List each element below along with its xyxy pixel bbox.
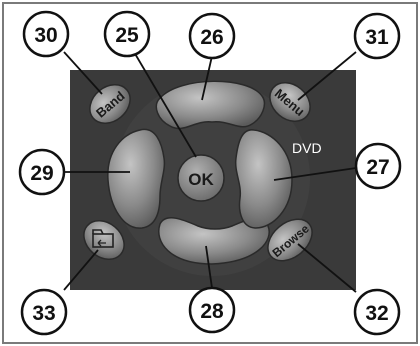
left-arrow-button[interactable] — [107, 128, 166, 229]
right-arrow-button[interactable] — [234, 129, 293, 229]
folder-back-icon — [92, 229, 114, 248]
leader-lines — [63, 51, 357, 293]
callout-33: 33 — [20, 288, 68, 336]
callout-25: 25 — [103, 10, 151, 58]
dvd-label: DVD — [292, 140, 322, 156]
callout-33-number: 33 — [32, 302, 55, 325]
leader-30 — [63, 51, 103, 95]
ok-button-label: OK — [188, 170, 214, 189]
leader-28 — [205, 245, 213, 289]
ok-button[interactable] — [177, 154, 225, 202]
leader-32 — [297, 243, 357, 293]
callout-29-number: 29 — [30, 162, 53, 185]
callout-30-number: 30 — [34, 24, 57, 47]
leader-26 — [201, 55, 213, 101]
callout-31: 31 — [353, 12, 401, 60]
callout-29: 29 — [18, 148, 66, 196]
callout-32: 32 — [353, 288, 401, 336]
callout-28-number: 28 — [200, 300, 224, 323]
leader-27 — [273, 167, 357, 181]
callout-28: 28 — [188, 286, 236, 334]
callout-26-number: 26 — [200, 26, 223, 49]
leader-25 — [133, 51, 197, 158]
callout-26: 26 — [188, 12, 236, 60]
leader-31 — [297, 51, 357, 101]
leader-33 — [63, 249, 99, 291]
callout-25-number: 25 — [115, 24, 139, 47]
callout-32-number: 32 — [365, 302, 388, 325]
callout-31-number: 31 — [365, 26, 389, 49]
menu-button[interactable] — [262, 75, 318, 129]
browse-button[interactable] — [260, 211, 320, 269]
callout-30: 30 — [22, 10, 70, 58]
callout-27-number: 27 — [366, 156, 389, 179]
callout-27: 27 — [354, 142, 402, 190]
up-arrow-button[interactable] — [155, 80, 266, 130]
